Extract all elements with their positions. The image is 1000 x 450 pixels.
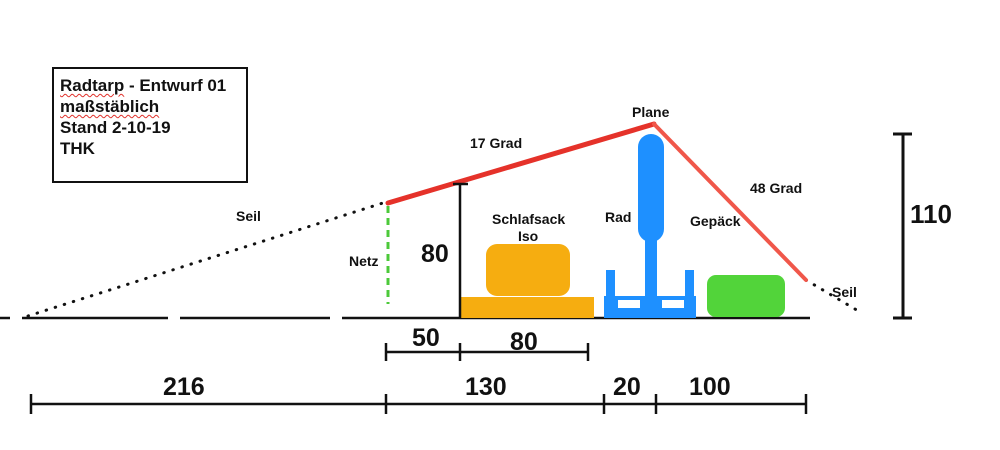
sleeping-bag xyxy=(486,244,570,296)
dim-50-value: 50 xyxy=(412,324,440,352)
height-110-value: 110 xyxy=(910,199,952,229)
plane-label: Plane xyxy=(632,104,670,120)
rad-label: Rad xyxy=(605,209,631,225)
title-line-date: Stand 2-10-19 xyxy=(60,118,171,137)
title-line-name: Radtarp - Entwurf 01 xyxy=(60,75,246,96)
bike-leg-right xyxy=(685,270,694,300)
dim-100-value: 100 xyxy=(689,373,731,401)
angle-low-label: 17 Grad xyxy=(470,135,522,151)
dim-20-value: 20 xyxy=(613,373,641,401)
sleeping-pad xyxy=(460,297,594,318)
tarp-high-side xyxy=(652,122,808,282)
seil-left-label: Seil xyxy=(236,208,261,224)
bike-post xyxy=(645,236,657,298)
height-80-dimension xyxy=(453,182,468,318)
gepaeck-label: Gepäck xyxy=(690,213,741,229)
height-110-dimension xyxy=(893,132,912,320)
dim-216-value: 216 xyxy=(163,373,205,401)
netz-label: Netz xyxy=(349,253,379,269)
height-80-value: 80 xyxy=(421,240,449,268)
bike-gap-left xyxy=(618,300,640,308)
dim-80-value: 80 xyxy=(510,328,538,356)
bike xyxy=(604,134,696,318)
title-word-radtarp: Radtarp xyxy=(60,76,125,95)
angle-high-label: 48 Grad xyxy=(750,180,802,196)
luggage xyxy=(707,275,785,317)
title-block: Radtarp - Entwurf 01 maßstäblich Stand 2… xyxy=(52,67,248,183)
title-line-scale: maßstäblich xyxy=(60,97,160,116)
bike-leg-left xyxy=(606,270,615,300)
dimension-row-lower xyxy=(29,394,808,414)
dim-130-value: 130 xyxy=(465,373,507,401)
guy-rope-right xyxy=(804,278,862,314)
tarp-low-side xyxy=(385,121,657,206)
dimension-row-upper xyxy=(384,343,590,361)
iso-label: Iso xyxy=(518,228,538,244)
title-line-author: THK xyxy=(60,139,95,158)
title-rest: - Entwurf 01 xyxy=(124,76,227,95)
bike-gap-right xyxy=(662,300,684,308)
guy-rope-left xyxy=(26,200,388,318)
schlafsack-label: Schlafsack xyxy=(492,211,565,227)
bike-frame-vertical xyxy=(638,134,664,242)
seil-right-label: Seil xyxy=(832,284,857,300)
